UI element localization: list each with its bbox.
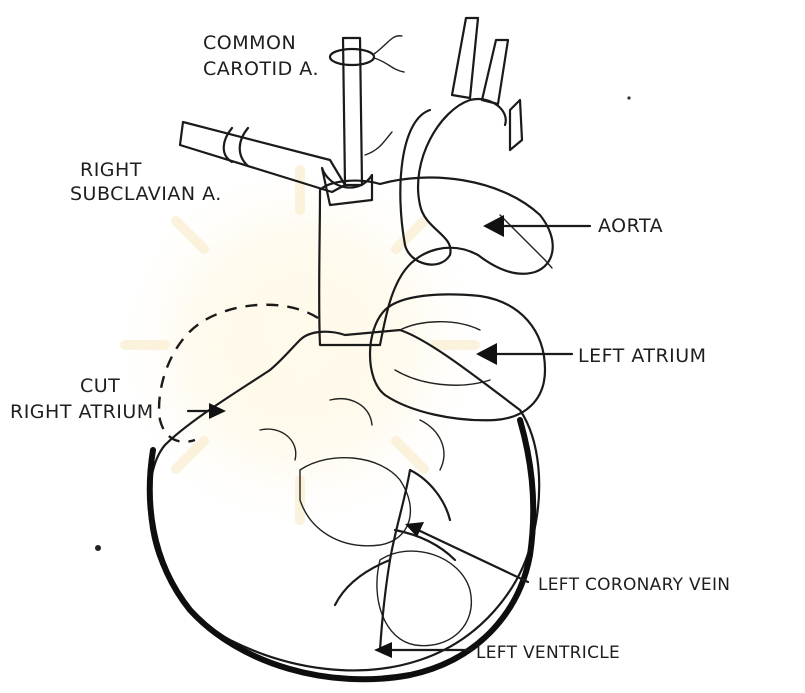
label-right-subclavian-line1: RIGHT xyxy=(80,159,142,181)
label-cut-right-atrium-line1: CUT xyxy=(80,375,120,397)
label-common-carotid-line1: COMMON xyxy=(203,32,296,54)
label-left-atrium: LEFT ATRIUM xyxy=(578,345,707,367)
label-cut-right-atrium-line2: RIGHT ATRIUM xyxy=(10,401,154,423)
label-common-carotid-line2: CAROTID A. xyxy=(203,58,319,80)
label-left-coronary-vein: LEFT CORONARY VEIN xyxy=(538,575,730,595)
label-aorta: AORTA xyxy=(598,215,663,237)
pointer-aorta xyxy=(483,215,590,237)
label-left-ventricle: LEFT VENTRICLE xyxy=(476,643,620,663)
left-great-vessels xyxy=(452,18,522,150)
pointer-left-atrium xyxy=(476,343,572,365)
stray-dot xyxy=(627,96,630,99)
stray-mark xyxy=(95,545,101,551)
label-right-subclavian-line2: SUBCLAVIAN A. xyxy=(70,183,222,205)
